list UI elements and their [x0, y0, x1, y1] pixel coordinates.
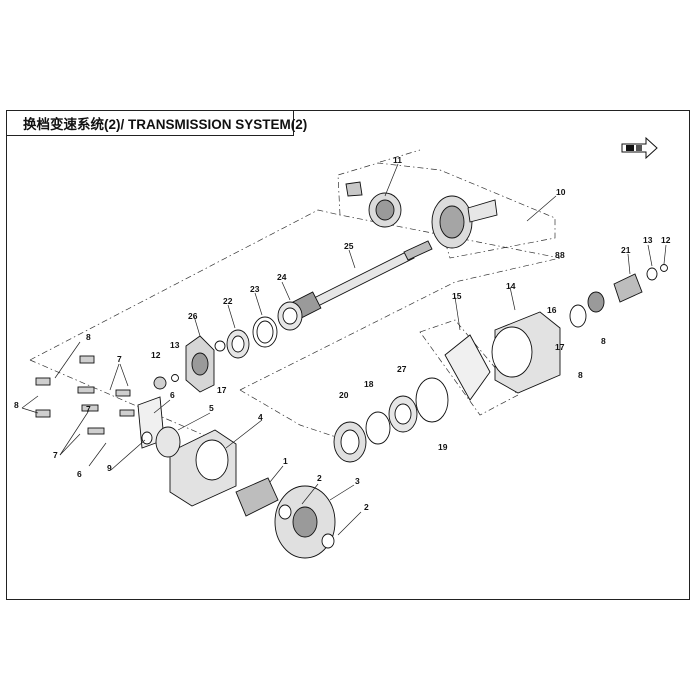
callout-23: 23 — [250, 284, 260, 294]
main-shaft-part — [292, 240, 433, 319]
callout-12b: 12 — [661, 235, 671, 245]
rear-housing-part — [169, 429, 237, 507]
right-small-parts — [569, 264, 668, 328]
callout-7: 7 — [117, 354, 122, 364]
callout-16: 16 — [547, 305, 557, 315]
callout-6: 6 — [170, 390, 175, 400]
callout-9: 9 — [107, 463, 112, 473]
ring-gear-part — [431, 195, 498, 249]
title-box: 换档变速系统(2)/ TRANSMISSION SYSTEM(2) — [6, 110, 307, 136]
flange-part — [185, 335, 215, 393]
callout-27: 27 — [397, 364, 407, 374]
callout-4: 4 — [258, 412, 263, 422]
callout-2: 2 — [317, 473, 322, 483]
callout-7c: 7 — [53, 450, 58, 460]
page-title: 换档变速系统(2)/ TRANSMISSION SYSTEM(2) — [23, 117, 308, 132]
callout-22: 22 — [223, 296, 233, 306]
callout-25: 25 — [344, 241, 354, 251]
callout-5: 5 — [209, 403, 214, 413]
callout-2b: 2 — [364, 502, 369, 512]
pinion-gear-part — [345, 181, 402, 228]
callout-3: 3 — [355, 476, 360, 486]
callout-7b: 7 — [86, 404, 91, 414]
output-shaft-part — [235, 477, 336, 559]
callout-8c: 8 — [560, 250, 565, 260]
callout-1: 1 — [283, 456, 288, 466]
bearings-lower-part — [333, 377, 449, 463]
callout-24: 24 — [277, 272, 287, 282]
bearings-upper-part — [226, 301, 303, 359]
callout-8f: 8 — [555, 250, 560, 260]
front-housing-part — [444, 311, 561, 401]
callout-13: 13 — [170, 340, 180, 350]
callout-18: 18 — [364, 379, 374, 389]
callout-15: 15 — [452, 291, 462, 301]
callout-6b: 6 — [77, 469, 82, 479]
callout-19: 19 — [438, 442, 448, 452]
callout-12: 12 — [151, 350, 161, 360]
callout-13b: 13 — [643, 235, 653, 245]
callout-21: 21 — [621, 245, 631, 255]
callout-labels: 1 2 2 3 4 5 6 6 7 7 7 8 8 8 8 8 8 9 10 1… — [14, 155, 671, 512]
callout-8b: 8 — [14, 400, 19, 410]
assembly-boundary-lines — [29, 149, 561, 441]
callout-14: 14 — [506, 281, 516, 291]
diagram-frame — [6, 110, 690, 600]
callout-8: 8 — [86, 332, 91, 342]
front-direction-icon — [621, 136, 658, 160]
callout-11: 11 — [393, 155, 402, 165]
callout-20: 20 — [339, 390, 349, 400]
callout-26: 26 — [188, 311, 198, 321]
leader-lines — [21, 163, 667, 536]
callout-17b: 17 — [555, 342, 565, 352]
callout-8d: 8 — [601, 336, 606, 346]
callout-8e: 8 — [578, 370, 583, 380]
callout-10: 10 — [556, 187, 566, 197]
callout-17: 17 — [217, 385, 227, 395]
